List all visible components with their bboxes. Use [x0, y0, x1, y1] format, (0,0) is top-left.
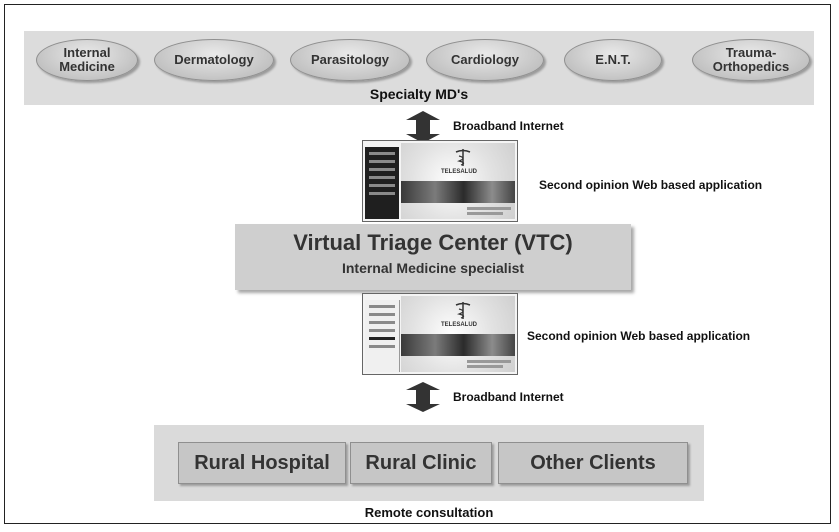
webapp-brand: TELESALUD	[441, 169, 477, 175]
webapp-photo-strip	[401, 181, 515, 203]
webapp-sidebar	[365, 300, 400, 372]
clients-caption: Remote consultation	[364, 505, 494, 520]
double-arrow-icon	[406, 111, 440, 143]
vtc-title: Virtual Triage Center (VTC)	[293, 230, 573, 255]
caduceus-icon	[455, 149, 471, 166]
specialty-dermatology: Dermatology	[154, 39, 274, 81]
specialty-cardiology: Cardiology	[426, 39, 544, 81]
webapp-footer-line	[467, 365, 503, 368]
specialty-band: Internal Medicine Dermatology Parasitolo…	[24, 31, 814, 105]
webapp-footer-line	[467, 207, 511, 210]
specialty-caption: Specialty MD's	[369, 86, 469, 102]
webapp-footer-line	[467, 212, 503, 215]
diagram-frame	[4, 4, 831, 524]
client-rural-clinic: Rural Clinic	[350, 442, 492, 484]
webapp-photo-strip	[401, 334, 515, 356]
webapp-screenshot-bottom: TELESALUD	[362, 293, 518, 375]
app-label-bottom: Second opinion Web based application	[527, 329, 751, 343]
broadband-label-bottom: Broadband Internet	[453, 390, 564, 404]
app-label-top: Second opinion Web based application	[539, 178, 763, 192]
specialty-internal-medicine: Internal Medicine	[36, 39, 138, 81]
webapp-screenshot-top: TELESALUD	[362, 140, 518, 222]
webapp-footer-line	[467, 360, 511, 363]
vtc-subtitle: Internal Medicine specialist	[341, 260, 525, 276]
specialty-ent: E.N.T.	[564, 39, 662, 81]
double-arrow-icon	[406, 382, 440, 412]
clients-band: Rural Hospital Rural Clinic Other Client…	[154, 425, 704, 501]
client-rural-hospital: Rural Hospital	[178, 442, 346, 484]
broadband-label-top: Broadband Internet	[453, 119, 564, 133]
specialty-parasitology: Parasitology	[290, 39, 410, 81]
webapp-brand: TELESALUD	[441, 322, 477, 328]
webapp-sidebar	[365, 147, 399, 219]
caduceus-icon	[455, 302, 471, 319]
virtual-triage-center-box: Virtual Triage Center (VTC) Internal Med…	[235, 224, 631, 290]
specialty-trauma-orthopedics: Trauma- Orthopedics	[692, 39, 810, 81]
client-other-clients: Other Clients	[498, 442, 688, 484]
